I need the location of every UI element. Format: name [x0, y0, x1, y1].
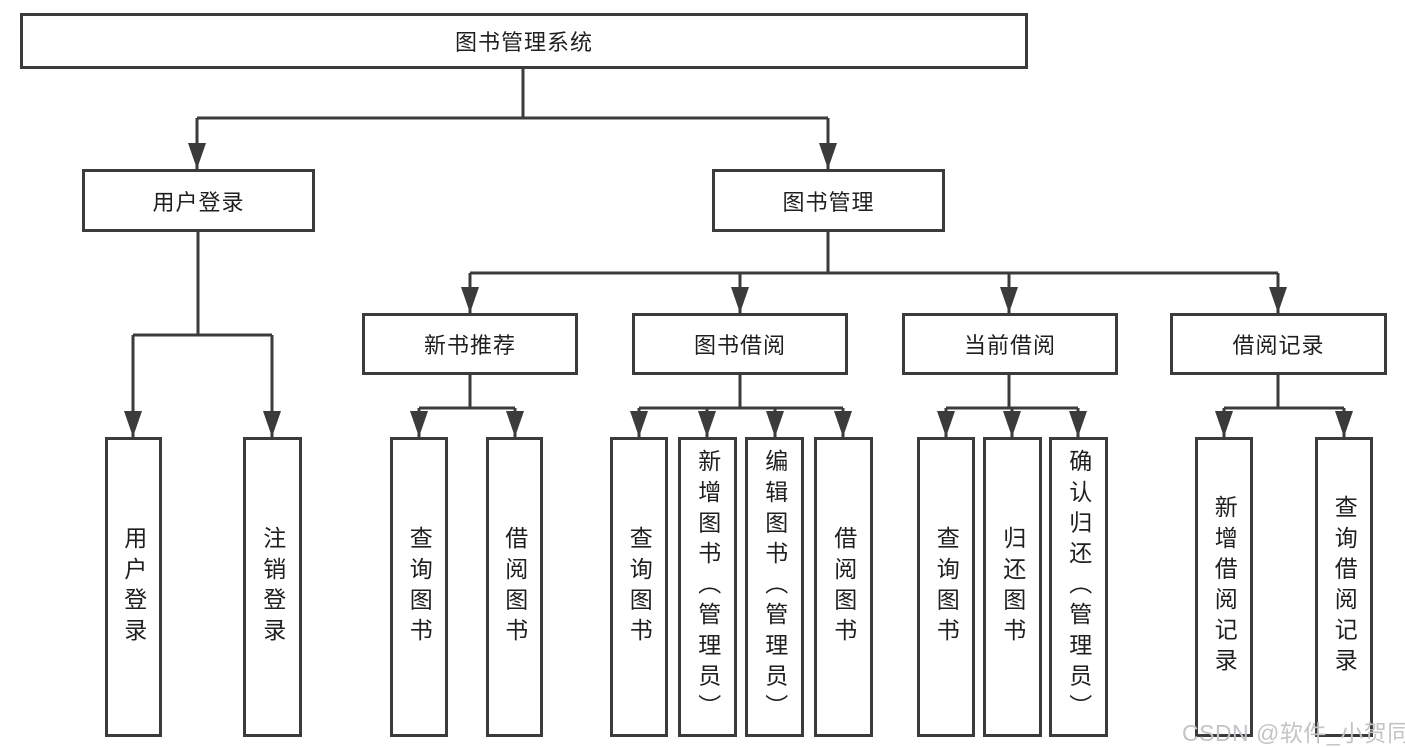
leaf-query-borrow-record-label: 查询借阅记录 [1331, 495, 1358, 679]
leaf-query-books-2: 查询图书 [610, 437, 668, 737]
connector-user-login-children [124, 232, 281, 437]
leaf-borrow-books-2-label: 借阅图书 [830, 525, 857, 649]
leaf-borrow-books-1-label: 借阅图书 [501, 525, 528, 649]
connector-borrow-record-children [1215, 375, 1353, 437]
leaf-edit-book-admin-label: 编辑图书（管理员） [761, 449, 788, 725]
node-new-book-recommend: 新书推荐 [362, 313, 578, 375]
connector-book-management-children [461, 232, 1287, 313]
node-root-system: 图书管理系统 [20, 13, 1028, 69]
leaf-user-login-label: 用户登录 [120, 525, 147, 649]
leaf-return-books: 归还图书 [983, 437, 1042, 737]
leaf-query-books-2-label: 查询图书 [626, 525, 653, 649]
leaf-add-book-admin-label: 新增图书（管理员） [694, 449, 721, 725]
connector-new-book-children [410, 375, 524, 437]
node-user-login: 用户登录 [82, 169, 315, 232]
leaf-logout: 注销登录 [243, 437, 302, 737]
leaf-borrow-books-2: 借阅图书 [814, 437, 873, 737]
node-book-borrow: 图书借阅 [632, 313, 848, 375]
watermark: CSDN @软件_小贺同学 [1182, 720, 1405, 746]
leaf-add-borrow-record-label: 新增借阅记录 [1211, 495, 1238, 679]
connector-root-to-level2 [188, 68, 837, 169]
leaf-borrow-books-1: 借阅图书 [486, 437, 543, 737]
leaf-user-login: 用户登录 [105, 437, 162, 737]
node-borrow-record: 借阅记录 [1170, 313, 1387, 375]
leaf-confirm-return-admin-label: 确认归还（管理员） [1065, 449, 1092, 725]
leaf-query-books-3: 查询图书 [917, 437, 975, 737]
leaf-query-borrow-record: 查询借阅记录 [1315, 437, 1373, 737]
leaf-logout-label: 注销登录 [259, 525, 286, 649]
leaf-edit-book-admin: 编辑图书（管理员） [745, 437, 804, 737]
connector-current-borrow-children [937, 375, 1087, 437]
leaf-confirm-return-admin: 确认归还（管理员） [1049, 437, 1108, 737]
leaf-query-books-1-label: 查询图书 [406, 525, 433, 649]
leaf-add-borrow-record: 新增借阅记录 [1195, 437, 1253, 737]
node-current-borrow: 当前借阅 [902, 313, 1118, 375]
node-book-management: 图书管理 [712, 169, 945, 232]
leaf-return-books-label: 归还图书 [999, 525, 1026, 649]
leaf-query-books-3-label: 查询图书 [933, 525, 960, 649]
leaf-query-books-1: 查询图书 [390, 437, 448, 737]
connector-book-borrow-children [630, 375, 852, 437]
leaf-add-book-admin: 新增图书（管理员） [678, 437, 737, 737]
